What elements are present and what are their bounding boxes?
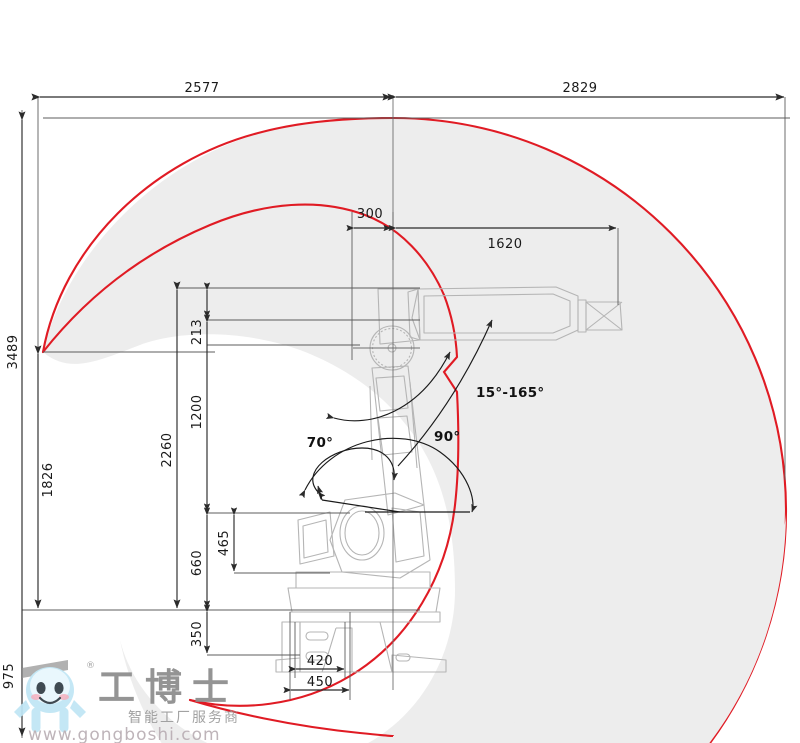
dim-420-label: 420 — [307, 654, 333, 669]
dim-975-label: 975 — [2, 663, 17, 689]
angle-callouts: 15°-165° 90° 70° — [298, 319, 544, 513]
angle-shoulder-label: 70° — [307, 435, 333, 451]
angle-wrist-leader — [397, 319, 493, 467]
angle-shoulder-leader — [321, 499, 401, 513]
watermark: ® 工博士 智能工厂服务商 www.gongboshi.com — [14, 660, 240, 743]
envelope-lower-arc — [188, 698, 395, 738]
angle-wrist-label: 15°-165° — [476, 385, 544, 401]
dim-3489-label: 3489 — [6, 334, 21, 369]
robot-base-plate — [287, 587, 441, 613]
envelope-bottom-fill — [393, 511, 786, 743]
dimension-lines — [18, 93, 785, 737]
dim-1200-label: 1200 — [190, 394, 205, 429]
dim-2260-label: 2260 — [160, 432, 175, 467]
robot-pedestal — [289, 611, 441, 623]
dim-465-label: 465 — [217, 530, 232, 556]
dimension-labels: 2577 2829 300 1620 3489 1826 2260 213 12… — [2, 81, 597, 690]
extension-lines — [21, 97, 790, 738]
robot-shoulder-housing — [377, 288, 421, 345]
dim-350-label: 350 — [190, 621, 205, 647]
angle-wrist-arc — [325, 351, 451, 422]
dim-213-label: 213 — [190, 319, 205, 345]
angle-shoulder-arc — [312, 447, 363, 500]
watermark-mascot-icon: ® — [14, 660, 95, 733]
work-envelope-region — [41, 116, 788, 743]
envelope-inner-arc — [41, 203, 460, 707]
robot-foot — [281, 621, 301, 673]
robot-side-bracket — [297, 511, 335, 565]
dim-1620-label: 1620 — [487, 237, 522, 252]
angle-elbow-label: 90° — [434, 429, 460, 445]
robot-upper-arm — [411, 286, 579, 341]
dim-2829-label: 2829 — [562, 81, 597, 96]
watermark-url: www.gongboshi.com — [28, 725, 221, 743]
dim-300-label: 300 — [357, 207, 383, 222]
dim-450-label: 450 — [307, 675, 333, 690]
robot-wrist — [577, 299, 587, 333]
dim-1826-label: 1826 — [41, 462, 56, 497]
dim-2577-label: 2577 — [184, 81, 219, 96]
watermark-tagline: 智能工厂服务商 — [128, 710, 240, 726]
angle-elbow-arc — [298, 437, 478, 513]
envelope-outer-arc — [41, 116, 788, 743]
dim-660-label: 660 — [190, 550, 205, 576]
angle-shoulder-arc2 — [361, 447, 399, 481]
watermark-brand: 工博士 — [98, 666, 239, 709]
svg-text:®: ® — [86, 661, 95, 671]
